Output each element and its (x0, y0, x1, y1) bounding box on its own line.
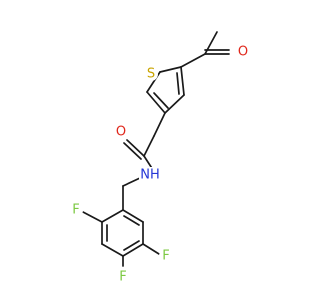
bond-thiophene-c2-c3-inner (153, 92, 169, 109)
bond-benzene-c6-c1 (122, 209, 144, 223)
bond-benzene-c4-c5-inner (123, 240, 140, 251)
bond-benzene-c3-c4 (101, 243, 124, 257)
fluorine-4-label: F (119, 270, 126, 285)
bond-thiophene-c4-c5-inner (176, 72, 180, 95)
fluorine-4-atom: F (116, 270, 130, 285)
bond-thiophene-c5-s (159, 66, 182, 73)
bond-thiophene-c3-c4 (164, 94, 185, 114)
bond-thiophene-c4-c5 (180, 66, 185, 96)
molecule-structure-diagram: S O O NH F F F (69, 31, 250, 285)
fluorine-2-atom: F (69, 203, 83, 218)
bond-c5-f (142, 243, 160, 255)
bond-thiophene-c2-c3 (146, 91, 166, 114)
bond-benzene-c1-c2 (101, 209, 124, 223)
bond-amide-c-o-double (123, 142, 142, 160)
bond-n-ch2 (122, 177, 141, 187)
bond-benzene-c4-c5 (122, 243, 144, 257)
sulfur-atom: S (144, 67, 158, 82)
bond-c2-f (82, 211, 103, 223)
bond-carbonyl-thiophene (180, 53, 206, 68)
fluorine-2-label: F (72, 203, 79, 218)
bonds (82, 31, 230, 267)
amide-oxygen-label: O (116, 125, 126, 140)
bond-amide-c-o (126, 139, 145, 157)
fluorine-5-label: F (162, 249, 169, 264)
fluorine-5-atom: F (159, 249, 173, 264)
nitrogen-atom: NH (139, 167, 165, 183)
acetyl-oxygen-label: O (238, 45, 248, 60)
atom-labels: S O O NH F F F (69, 45, 250, 285)
bond-thiophene-ch2 (153, 112, 166, 137)
bond-ch2-amide-c (143, 135, 155, 157)
amide-oxygen-atom: O (114, 125, 128, 140)
acetyl-oxygen-atom: O (236, 45, 250, 60)
nitrogen-label: NH (140, 168, 160, 183)
bond-benzene-c6-c1-inner (123, 215, 140, 226)
sulfur-label: S (147, 67, 155, 82)
